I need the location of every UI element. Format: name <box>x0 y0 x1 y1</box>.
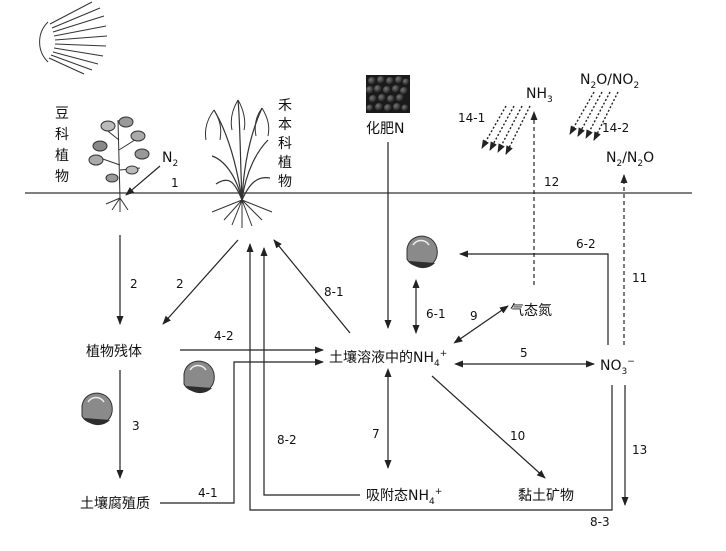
arrow-10 <box>431 375 546 479</box>
pathway-label: 4-1 <box>198 486 218 500</box>
adsorbed-nh4-label: 吸附态NH4+ <box>366 487 442 507</box>
n2-n2o-label: N2/N2O <box>606 150 654 169</box>
n2o-no2-label: N2O/NO2 <box>580 72 639 91</box>
pathway-label: 8-2 <box>277 433 297 447</box>
arrow-14-1 <box>489 105 515 151</box>
svg-text:物: 物 <box>278 174 292 190</box>
legume-label: 豆 科 植 物 <box>55 106 69 185</box>
arrow-6-2 <box>459 250 609 345</box>
sun-icon <box>39 1 108 75</box>
arrow-14-2 <box>593 91 619 141</box>
pathway-label: 5 <box>520 346 528 360</box>
svg-text:豆: 豆 <box>55 106 69 122</box>
svg-text:植: 植 <box>278 155 292 171</box>
arrow-14-1 <box>481 105 507 149</box>
svg-text:物: 物 <box>55 169 69 185</box>
plant-residue-label: 植物残体 <box>86 344 142 360</box>
svg-text:科: 科 <box>278 136 292 152</box>
soil-humus-label: 土壤腐殖质 <box>80 495 150 512</box>
pathway-label: 11 <box>632 271 647 285</box>
clay-label: 黏土矿物 <box>518 488 574 504</box>
arrow-8-3 <box>246 243 613 511</box>
microbe-icon <box>183 360 215 394</box>
pathway-label: 8-1 <box>324 285 344 299</box>
svg-text:禾: 禾 <box>278 98 292 114</box>
arrow-14-1 <box>505 105 531 155</box>
pathway-label: 4-2 <box>214 329 234 343</box>
svg-text:植: 植 <box>55 148 69 164</box>
pathway-label: 9 <box>470 309 478 323</box>
arrow-14-2 <box>577 91 603 137</box>
arrow-8-2 <box>260 247 360 496</box>
legume-plant-icon <box>88 116 150 212</box>
microbe-icon <box>406 235 438 269</box>
pathway-label: 13 <box>632 443 647 457</box>
pathway-label: 8-3 <box>590 515 610 529</box>
pathway-label: 14-2 <box>602 121 629 135</box>
arrow-9 <box>453 305 509 344</box>
pathway-label: 3 <box>132 419 140 433</box>
pathway-label: 14-1 <box>458 111 485 125</box>
fertilizer-granules-icon <box>366 75 410 113</box>
pathway-label: 7 <box>372 427 380 441</box>
arrow-4-1 <box>160 358 324 504</box>
no3-label: NO3− <box>600 357 635 377</box>
arrow-14-2 <box>569 91 595 135</box>
gas-n-label: 气态氮 <box>510 303 552 319</box>
arrow-14-2 <box>585 91 611 139</box>
pathway-label: 2 <box>130 277 138 291</box>
arrow-14-1 <box>497 105 523 153</box>
fertilizer-label: 化肥N <box>366 121 404 137</box>
grass-label: 禾 本 科 植 物 <box>278 98 292 190</box>
n2-label: N2 <box>162 150 178 169</box>
svg-text:科: 科 <box>55 127 69 143</box>
pathway-label: 10 <box>510 429 525 443</box>
pathway-label: 6-2 <box>576 237 596 251</box>
arrow-1 <box>125 165 161 196</box>
soil-nh4-label: 土壤溶液中的NH4+ <box>329 349 447 369</box>
pathway-label: 2 <box>176 277 184 291</box>
arrow-2-grass <box>162 239 239 325</box>
nh3-label: NH3 <box>526 86 553 105</box>
pathway-label: 1 <box>171 176 179 190</box>
grass-plant-icon <box>205 99 273 228</box>
pathway-label: 6-1 <box>426 307 446 321</box>
arrow-8-1 <box>273 239 351 334</box>
microbe-icon <box>81 392 113 426</box>
pathway-label: 12 <box>544 175 559 189</box>
svg-text:本: 本 <box>278 117 292 133</box>
